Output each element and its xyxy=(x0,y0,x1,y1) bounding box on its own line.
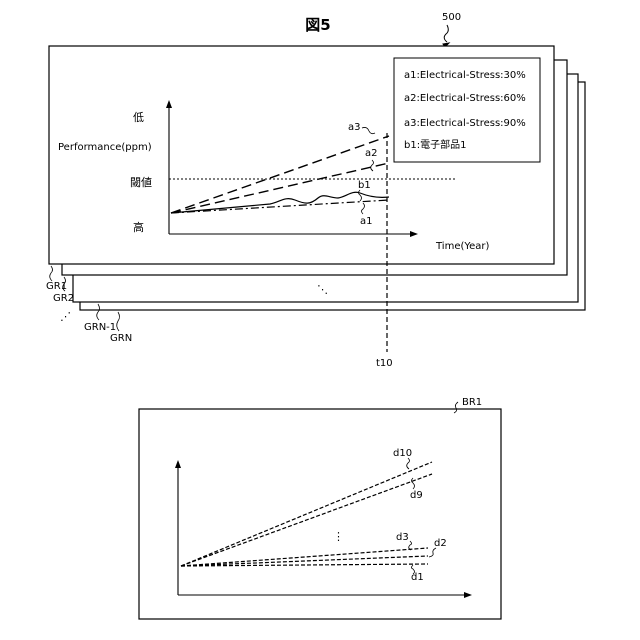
label-a1: a1 xyxy=(360,216,373,227)
label-d3: d3 xyxy=(396,532,409,543)
leader-grn xyxy=(117,312,120,331)
legend-b1: b1:電子部品1 xyxy=(404,138,466,151)
label-grn: GRN xyxy=(110,333,132,344)
label-d9: d9 xyxy=(410,490,423,501)
layer-labels-ellipsis: ⋰ xyxy=(60,310,71,323)
panel-br1 xyxy=(139,409,501,619)
legend-a3: a3:Electrical-Stress:90% xyxy=(404,118,526,129)
label-d10: d10 xyxy=(393,448,412,459)
bottom-ellipsis: ⋮ xyxy=(333,530,344,543)
label-a2: a2 xyxy=(365,148,378,159)
label-br1: BR1 xyxy=(462,397,482,408)
y-bottom-label: 高 xyxy=(133,220,144,234)
legend-a2: a2:Electrical-Stress:60% xyxy=(404,93,526,104)
label-b1: b1 xyxy=(358,180,371,191)
layer-ellipsis: ⋱ xyxy=(317,283,328,296)
label-a3: a3 xyxy=(348,122,361,133)
label-grn-1: GRN-1 xyxy=(84,322,116,333)
y-top-label: 低 xyxy=(133,111,144,124)
figure-ref-label: 500 xyxy=(442,12,461,23)
y-axis-label: Performance(ppm) xyxy=(58,142,152,153)
t10-label: t10 xyxy=(376,358,393,369)
figure-ref-leader xyxy=(444,25,448,42)
figure-title: 図5 xyxy=(305,16,330,34)
leader-gr1 xyxy=(50,266,53,281)
y-threshold-label: 閾値 xyxy=(130,176,152,189)
x-axis-label: Time(Year) xyxy=(435,241,490,252)
legend-a1: a1:Electrical-Stress:30% xyxy=(404,70,526,81)
label-gr2: GR2 xyxy=(53,293,74,304)
label-d2: d2 xyxy=(434,538,447,549)
